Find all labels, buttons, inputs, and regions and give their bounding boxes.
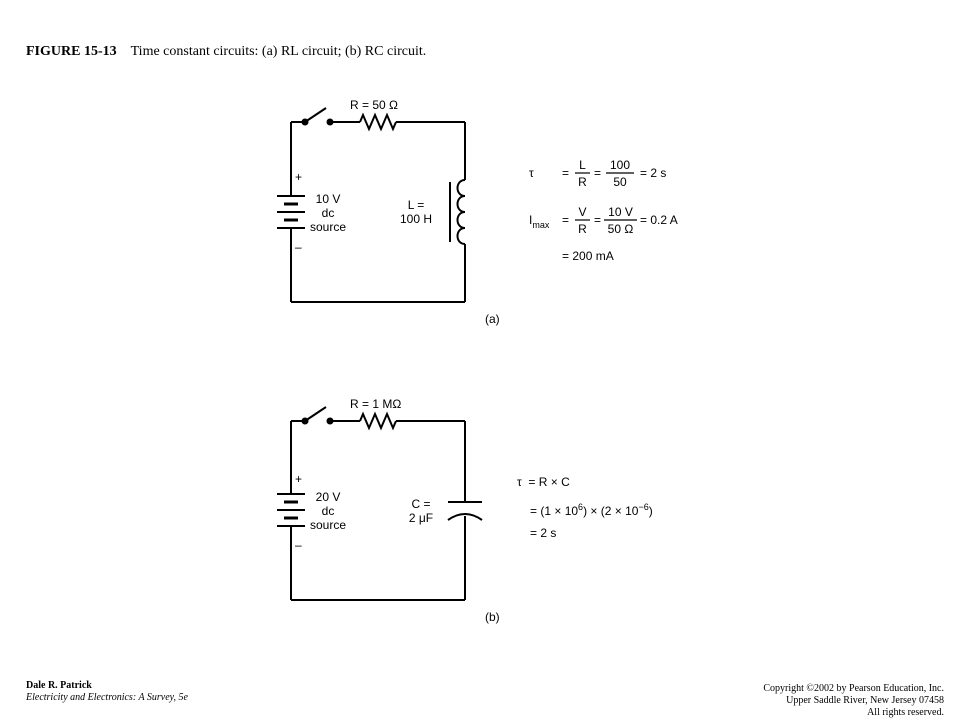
source-b-label: 20 V dc source [305,490,351,532]
source-a-label: 10 V dc source [305,192,351,234]
part-a-label: (a) [485,312,500,326]
resistor-b-label: R = 1 MΩ [350,397,402,411]
eq-a1-tau: τ [529,166,534,180]
source-a-word: source [309,220,347,234]
eq-a2-frac1-num: V [578,205,587,219]
battery-b-plus: + [295,472,303,486]
author: Dale R. Patrick [26,680,92,691]
battery-b-minus: – [295,538,302,552]
rc-circuit-wiring [277,406,483,601]
eq-a2-lhs: Imax [529,213,549,232]
eq-a2-sub: max [532,220,550,230]
eq-a1-frac2-num: 100 [609,158,631,172]
eq-a2-frac2: 10 V 50 Ω [604,205,637,236]
eq-b2-mid: ) × (2 × 10 [583,504,639,518]
switch-b-contact-right [326,417,334,425]
eq-a1-eq2: = [594,166,602,180]
eq-a1-frac1-den: R [578,175,587,189]
source-b-word: source [309,518,347,532]
eq-a1-frac2: 100 50 [606,158,634,189]
switch-a-contact-left [301,118,309,126]
capacitor-b-value: 2 μF [408,511,434,525]
resistor-b [359,411,397,431]
eq-a1-frac1-num: L [579,158,586,172]
eq-a1-frac1: L R [575,158,590,189]
switch-a-blade [304,107,327,123]
eq-b2-post: ) [648,504,653,518]
eq-a2-eq2: = [594,213,602,227]
eq-a2-frac1-den: R [578,222,587,236]
battery-a-minus: – [295,240,302,254]
eq-a1-eq: = [562,166,570,180]
resistor-a-label: R = 50 Ω [350,98,398,112]
eq-a2-eq: = [562,213,570,227]
footer-copyright: Copyright ©2002 by Pearson Education, In… [763,683,944,719]
switch-b-blade [304,406,327,422]
eq-a2-frac2-den: 50 Ω [607,222,634,236]
copyright-line1: Copyright ©2002 by Pearson Education, In… [763,683,944,694]
copyright-line2: Upper Saddle River, New Jersey 07458 [786,695,944,706]
inductor-a-symbol: L = [407,198,425,212]
part-b-label: (b) [485,610,500,624]
eq-b2: = (1 × 106) × (2 × 10−6) [530,500,653,518]
inductor-a [456,179,466,245]
eq-b2-exp1: 6 [578,502,584,512]
eq-a2-frac2-num: 10 V [608,205,633,219]
eq-a2-I: I [529,213,533,227]
figure-title: FIGURE 15-13 Time constant circuits: (a) … [26,44,426,60]
switch-b-contact-left [301,417,309,425]
inductor-a-label: L = 100 H [396,198,436,226]
eq-a3: = 200 mA [562,249,614,263]
rl-circuit-wiring [277,107,466,303]
source-a-type: dc [321,206,335,220]
switch-a-contact-right [326,118,334,126]
eq-b3: = 2 s [530,526,557,540]
eq-a1-frac2-den: 50 [613,175,627,189]
figure-caption: Time constant circuits: (a) RL circuit; … [130,44,427,59]
eq-b2-pre: = (1 × 10 [530,504,579,518]
source-b-type: dc [321,504,335,518]
eq-b1: τ = R × C [517,475,570,489]
capacitor-b-symbol: C = [411,497,431,511]
inductor-a-value: 100 H [399,212,433,226]
source-b-voltage: 20 V [315,490,341,504]
eq-a2-frac1: V R [575,205,590,236]
source-a-voltage: 10 V [315,192,341,206]
eq-b2-exp2: −6 [638,502,649,512]
eq-a1-result: = 2 s [640,166,667,180]
capacitor-b-plate-curved [447,513,483,521]
footer-credits: Dale R. Patrick Electricity and Electron… [26,680,188,704]
book-title: Electricity and Electronics: A Survey, 5… [26,692,188,703]
resistor-a [359,112,397,132]
capacitor-b-label: C = 2 μF [403,497,439,525]
figure-number: FIGURE 15-13 [26,44,117,59]
eq-a2-result: = 0.2 A [640,213,678,227]
copyright-line3: All rights reserved. [867,707,944,718]
battery-a-plus: + [295,170,303,184]
